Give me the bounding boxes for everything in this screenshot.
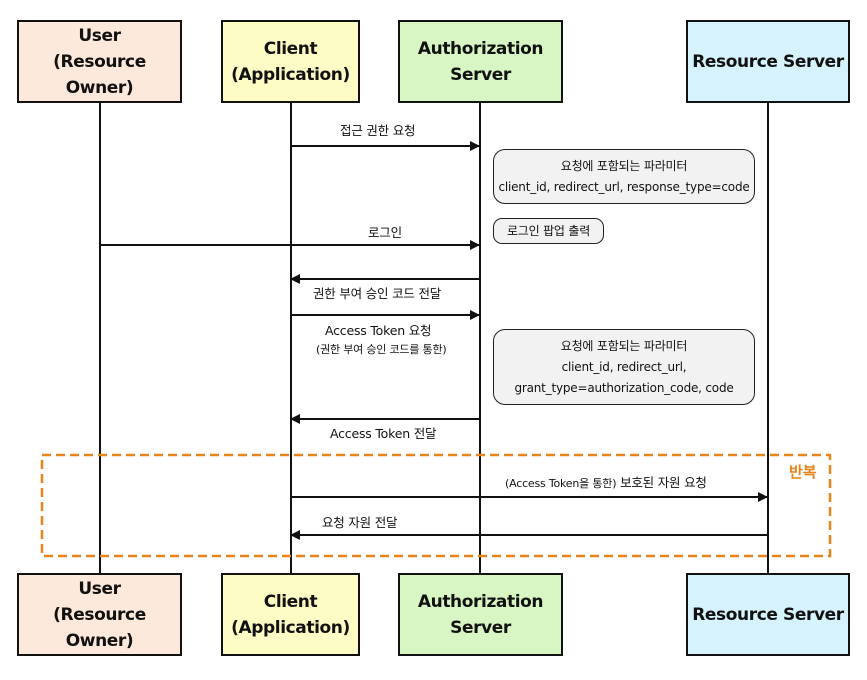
actor-name: Authorization Server [417, 591, 544, 638]
note-title: 요청에 포함되는 파라미터 [560, 158, 688, 173]
actor-role: (Application) [231, 617, 350, 638]
message-resource-request-prefix: (Access Token을 통한) [505, 477, 617, 490]
message-resource-request-text: 보호된 자원 요청 [620, 475, 707, 490]
client-actor-top: Client (Application) [221, 20, 360, 103]
resource-server-lifeline [767, 102, 769, 574]
note-body: client_id, redirect_url, response_type=c… [498, 179, 750, 194]
message-login: 로그인 [368, 225, 402, 240]
note-auth-request-params: 요청에 포함되는 파라미터 client_id, redirect_url, r… [493, 149, 755, 204]
actor-name: Authorization Server [417, 38, 544, 85]
message-token-request-sub: (권한 부여 승인 코드를 통한) [316, 343, 447, 356]
auth-server-actor-top: Authorization Server [398, 20, 563, 103]
message-token-deliver: Access Token 전달 [330, 426, 437, 441]
note-text: 로그인 팝업 출력 [506, 223, 591, 238]
client-actor-bottom: Client (Application) [221, 573, 360, 656]
actor-name: User [78, 25, 121, 46]
actor-name: User [78, 578, 121, 599]
client-lifeline [290, 102, 292, 574]
actor-name: Client [263, 591, 318, 612]
auth-server-actor-bottom: Authorization Server [398, 573, 563, 656]
actor-role: (Resource Owner) [53, 604, 146, 651]
message-auth-code: 권한 부여 승인 코드 전달 [313, 286, 442, 301]
message-token-request: Access Token 요청 [325, 323, 432, 338]
auth-server-lifeline [479, 102, 481, 574]
actor-name: Client [263, 38, 318, 59]
note-line: client_id, redirect_url, [561, 359, 687, 374]
loop-label: 반복 [789, 463, 817, 481]
user-actor-top: User (Resource Owner) [17, 20, 182, 103]
user-lifeline [99, 102, 101, 574]
loop-frame [40, 453, 832, 558]
resource-server-actor-top: Resource Server [686, 20, 850, 103]
actor-name: Resource Server [692, 604, 844, 625]
actor-name: Resource Server [692, 51, 844, 72]
actor-role: (Application) [231, 64, 350, 85]
message-access-request: 접근 권한 요청 [340, 123, 416, 138]
user-actor-bottom: User (Resource Owner) [17, 573, 182, 656]
message-resource-request: (Access Token을 통한) 보호된 자원 요청 [505, 472, 707, 491]
actor-role: (Resource Owner) [53, 51, 146, 98]
note-token-request-params: 요청에 포함되는 파라미터 client_id, redirect_url, g… [493, 329, 755, 405]
note-line: grant_type=authorization_code, code [514, 380, 734, 395]
resource-server-actor-bottom: Resource Server [686, 573, 850, 656]
note-title: 요청에 포함되는 파라미터 [560, 338, 688, 353]
message-resource-deliver: 요청 자원 전달 [322, 515, 398, 530]
note-login-popup: 로그인 팝업 출력 [493, 218, 604, 244]
